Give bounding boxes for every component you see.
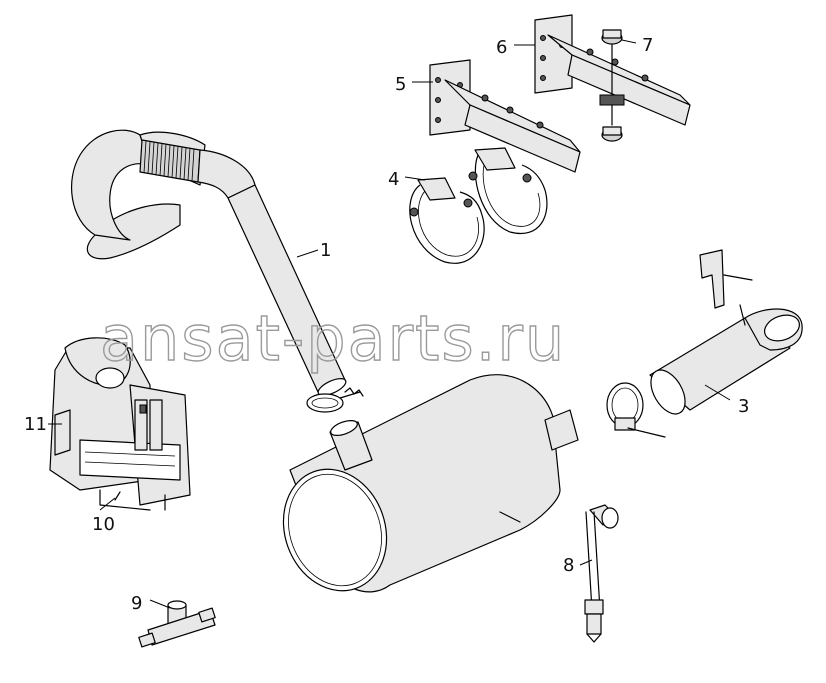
exhaust-sensor bbox=[584, 504, 619, 643]
mounting-straps bbox=[409, 147, 548, 264]
callout-5: 5 bbox=[395, 74, 406, 95]
watermark-text: ansat-parts.ru bbox=[100, 302, 566, 375]
callout-7: 7 bbox=[642, 35, 653, 56]
callout-4: 4 bbox=[388, 169, 399, 190]
tail-pipe bbox=[649, 249, 803, 415]
pipe-clamp-ring bbox=[306, 387, 364, 413]
tailpipe-clamp bbox=[606, 382, 666, 438]
frame-bracket-right bbox=[534, 14, 691, 126]
callout-3: 3 bbox=[738, 396, 749, 417]
callout-11: 11 bbox=[24, 414, 47, 435]
callout-9: 9 bbox=[131, 593, 142, 614]
callout-labels: 1 3 4 5 6 7 8 9 10 11 bbox=[24, 35, 749, 614]
valve bbox=[138, 600, 216, 648]
leader-lines bbox=[48, 39, 731, 609]
exhaust-pipe bbox=[71, 129, 347, 396]
callout-8: 8 bbox=[563, 555, 574, 576]
frame-bracket-left bbox=[429, 59, 581, 173]
callout-10: 10 bbox=[92, 514, 115, 535]
callout-6: 6 bbox=[496, 37, 507, 58]
heater-unit bbox=[49, 337, 191, 511]
bolt-and-nut bbox=[599, 29, 625, 142]
muffler bbox=[282, 374, 579, 593]
callout-1: 1 bbox=[320, 240, 331, 261]
